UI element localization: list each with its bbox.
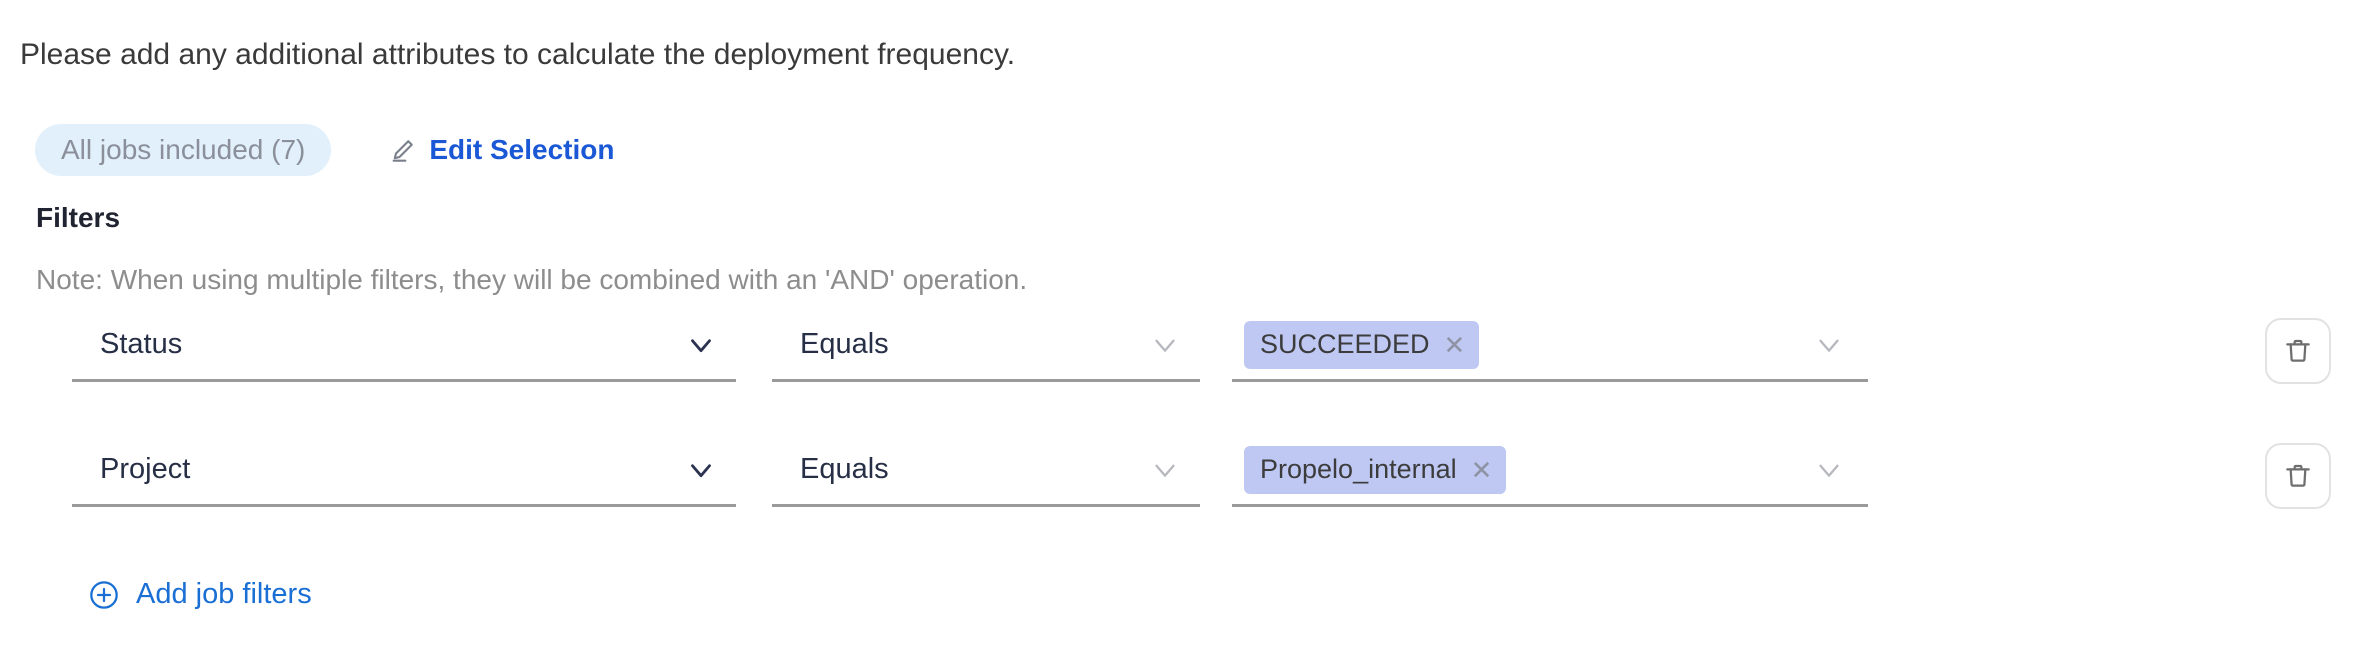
filters-note: Note: When using multiple filters, they …: [36, 264, 1028, 295]
filter-value-select[interactable]: SUCCEEDED ✕: [1232, 310, 1868, 382]
trash-icon: [2286, 464, 2310, 487]
chevron-down-icon: [1819, 339, 1839, 352]
add-job-filters-button[interactable]: Add job filters: [88, 578, 312, 611]
chevron-down-icon: [691, 463, 711, 477]
chevron-down-icon: [691, 338, 711, 352]
filter-value-chip[interactable]: Propelo_internal ✕: [1244, 445, 1507, 494]
close-icon[interactable]: ✕: [1443, 329, 1466, 360]
plus-circle-icon: [90, 580, 118, 609]
filter-row: Status Equals SUCCEEDED ✕: [0, 310, 2376, 390]
filter-row: Project Equals Propelo_internal ✕: [0, 435, 2376, 515]
chevron-down-icon: [1155, 339, 1175, 352]
chevron-down-icon: [1155, 464, 1175, 477]
filter-attribute-value: Status: [100, 328, 183, 360]
all-jobs-included-chip[interactable]: All jobs included (7): [35, 124, 332, 176]
filter-attribute-select[interactable]: Project: [72, 435, 736, 507]
edit-selection-label: Edit Selection: [429, 134, 615, 165]
filter-operator-value: Equals: [800, 453, 889, 485]
filter-attribute-value: Project: [100, 453, 191, 485]
filter-operator-value: Equals: [800, 328, 889, 360]
delete-filter-button[interactable]: [2265, 443, 2331, 509]
filter-value-chip[interactable]: SUCCEEDED ✕: [1244, 320, 1480, 369]
chevron-down-icon: [1819, 464, 1839, 477]
filter-value-select[interactable]: Propelo_internal ✕: [1232, 435, 1868, 507]
delete-filter-button[interactable]: [2265, 318, 2331, 384]
trash-icon: [2286, 339, 2310, 362]
filter-value-label: Propelo_internal: [1260, 454, 1457, 484]
close-icon[interactable]: ✕: [1470, 454, 1493, 485]
filter-operator-select[interactable]: Equals: [772, 435, 1200, 507]
selection-summary-row: All jobs included (7) Edit Selection: [35, 124, 615, 176]
edit-selection-link[interactable]: Edit Selection: [389, 134, 615, 166]
filter-attribute-select[interactable]: Status: [72, 310, 736, 382]
add-job-filters-label: Add job filters: [136, 578, 312, 610]
intro-text: Please add any additional attributes to …: [20, 38, 1016, 71]
filter-value-label: SUCCEEDED: [1260, 329, 1430, 359]
filter-operator-select[interactable]: Equals: [772, 310, 1200, 382]
filters-heading: Filters: [36, 202, 121, 233]
pencil-icon: [389, 136, 417, 164]
